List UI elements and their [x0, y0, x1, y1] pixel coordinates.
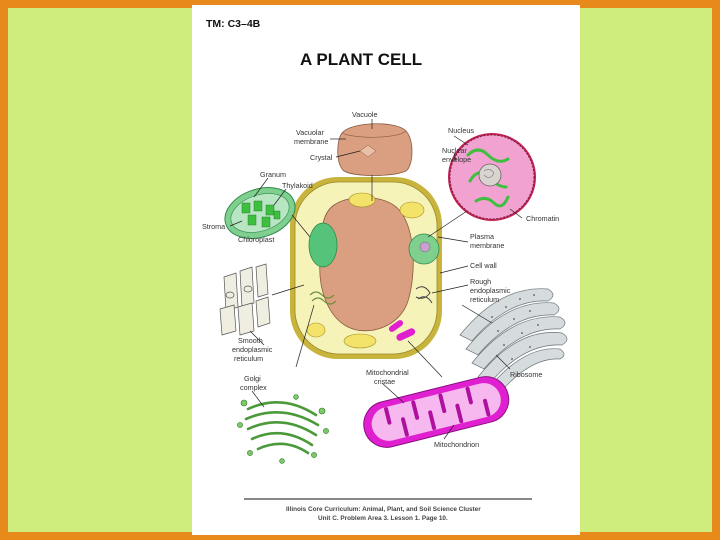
label-mito-cristae-1: Mitochondrial	[366, 368, 409, 377]
label-chromatin: Chromatin	[526, 214, 559, 223]
footer-line-1: Illinois Core Curriculum: Animal, Plant,…	[286, 506, 481, 513]
label-stroma: Stroma	[202, 222, 225, 231]
label-nuclear-envelope-2: envelope	[442, 155, 471, 164]
label-plasma-membrane-2: membrane	[470, 241, 504, 250]
sheet-title: A PLANT CELL	[300, 50, 422, 69]
plastid-top	[349, 193, 375, 207]
plant-cell	[290, 177, 442, 359]
label-vacuolar-membrane-2: membrane	[294, 137, 328, 146]
label-golgi-1: Golgi	[244, 374, 261, 383]
label-mito-cristae-2: cristae	[374, 377, 395, 386]
label-rough-er-1: Rough	[470, 277, 491, 286]
label-mitochondrion: Mitochondrion	[434, 440, 479, 449]
label-smooth-er-1: Smooth	[238, 336, 263, 345]
label-nuclear-envelope-1: Nuclear	[442, 146, 467, 155]
label-smooth-er-3: reticulum	[234, 354, 263, 363]
label-vacuolar-membrane-1: Vacuolar	[296, 128, 324, 137]
label-vacuole: Vacuole	[352, 110, 377, 119]
label-cell-wall: Cell wall	[470, 261, 497, 270]
plant-cell-diagram: TM: C3–4B A PLANT CELL	[192, 5, 580, 535]
plastid-bottom	[344, 334, 376, 348]
sheet-code: TM: C3–4B	[206, 18, 261, 30]
cell-chloroplast	[309, 223, 337, 267]
label-golgi-2: complex	[240, 383, 267, 392]
smooth-er-detail	[220, 264, 270, 335]
plastid-bottom-left	[307, 323, 325, 337]
vacuole-detail	[338, 124, 412, 176]
label-thylakoid: Thylakoid	[282, 181, 313, 190]
golgi-detail	[237, 395, 328, 464]
label-crystal: Crystal	[310, 153, 333, 162]
label-chloroplast: Chloroplast	[238, 235, 274, 244]
diagram-sheet: TM: C3–4B A PLANT CELL	[192, 5, 580, 535]
label-ribosome: Ribosome	[510, 370, 542, 379]
central-vacuole	[320, 197, 414, 331]
label-rough-er-3: reticulum	[470, 295, 499, 304]
cell-nucleolus	[420, 242, 430, 252]
nucleolus	[479, 164, 501, 186]
label-nucleus: Nucleus	[448, 126, 474, 135]
label-granum: Granum	[260, 170, 286, 179]
label-plasma-membrane-1: Plasma	[470, 232, 494, 241]
plastid-right	[400, 202, 424, 218]
label-rough-er-2: endoplasmic	[470, 286, 511, 295]
footer-line-2: Unit C. Problem Area 3. Lesson 1. Page 1…	[318, 515, 448, 522]
label-smooth-er-2: endoplasmic	[232, 345, 273, 354]
